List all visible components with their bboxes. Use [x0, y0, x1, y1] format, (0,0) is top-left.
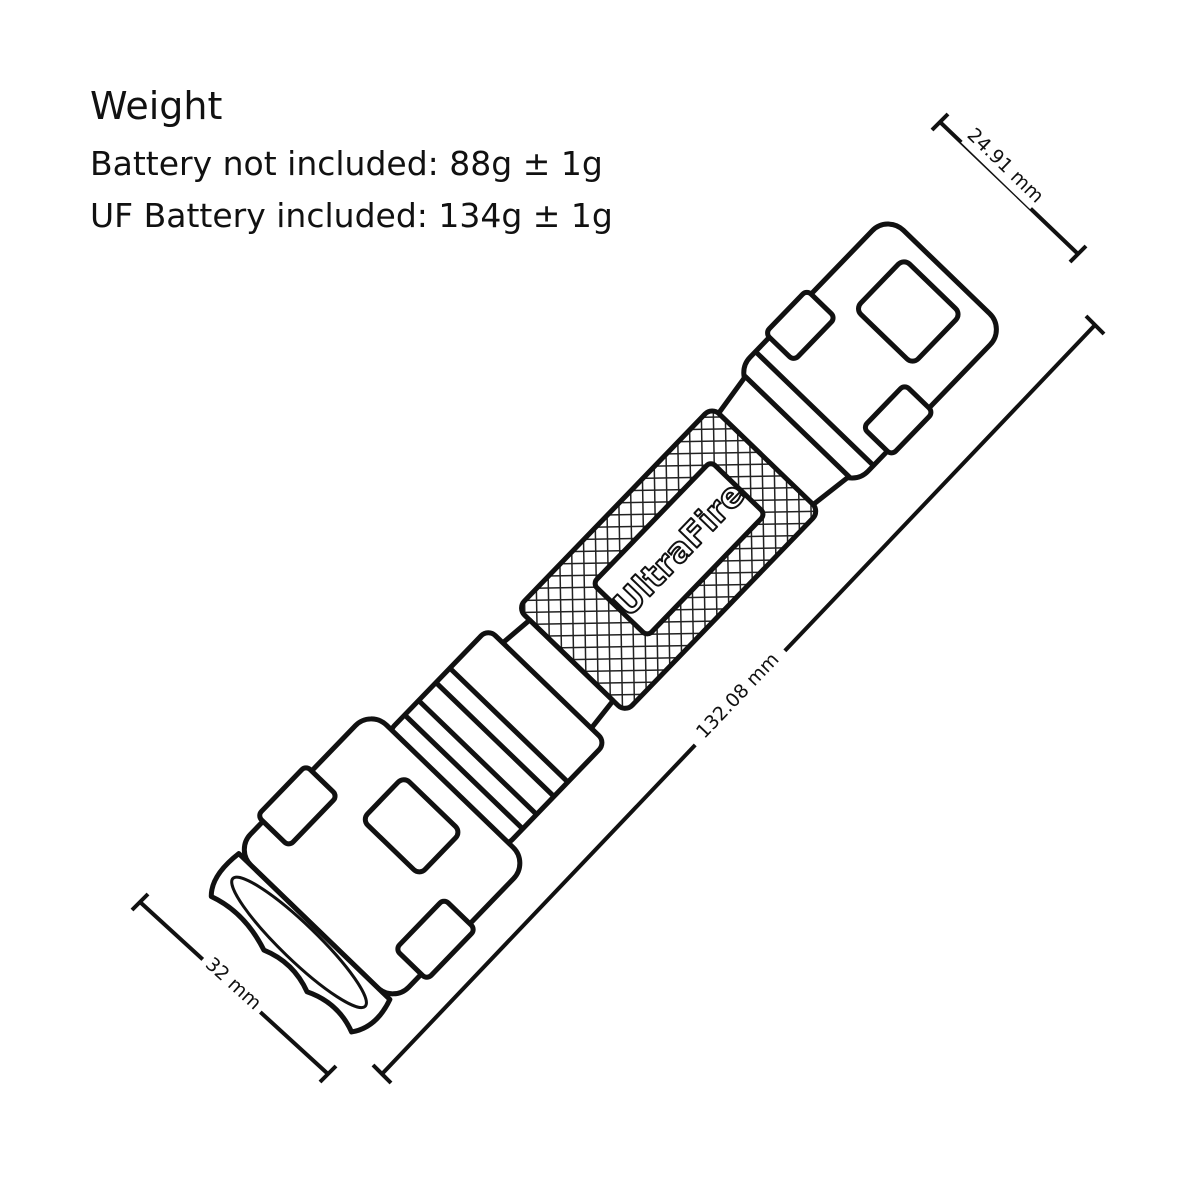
flashlight-illustration: UltraFire: [208, 221, 999, 1035]
bezel: [208, 851, 393, 1035]
weight-title: Weight: [90, 84, 223, 128]
weight-without-battery: Battery not included: 88g ± 1g: [90, 144, 603, 183]
tail-diameter-label: 24.91 mm: [963, 124, 1048, 208]
knurled-body: UltraFire: [519, 408, 819, 711]
length-label: 132.08 mm: [692, 648, 783, 743]
tail-diameter-dimension: 24.91 mm: [930, 112, 1088, 264]
weight-with-battery: UF Battery included: 134g ± 1g: [90, 196, 613, 235]
